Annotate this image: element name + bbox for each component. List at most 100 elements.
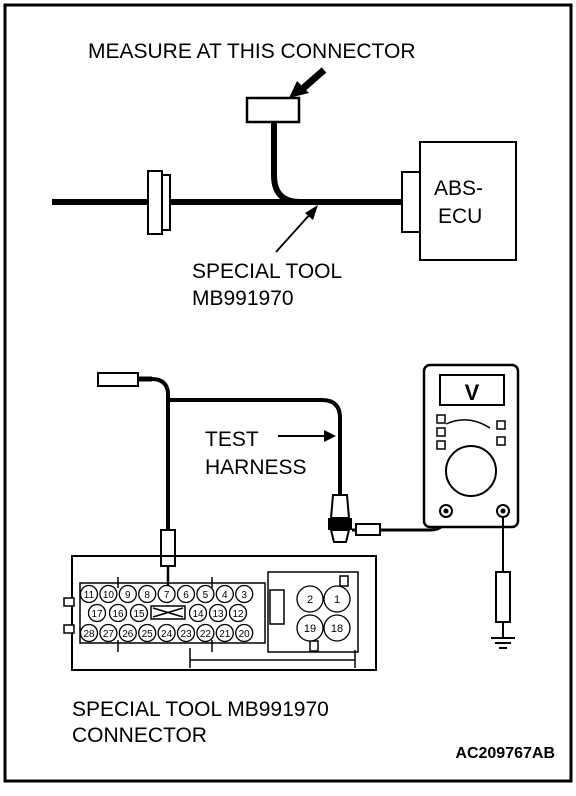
connector-pin: 6	[176, 584, 196, 604]
connector-pin: 13	[208, 603, 228, 623]
test-harness-drop-wire	[151, 377, 170, 530]
connector-pin: 23	[176, 623, 196, 643]
connector-pin-circle	[79, 584, 99, 604]
connector-pin-label: 7	[164, 590, 170, 601]
connector-pin-label: 13	[212, 609, 224, 620]
abs-ecu-box	[401, 141, 517, 261]
connector-pin: 2	[296, 585, 324, 613]
connector-pin-circle	[99, 623, 118, 643]
connector-pin-circle	[118, 584, 137, 604]
special-tool-leader	[275, 205, 318, 253]
connector-pin-circle	[176, 584, 196, 604]
connector-label-line1: SPECIAL TOOL MB991970	[72, 698, 329, 721]
connector-pin: 7	[157, 584, 176, 604]
connector-pin: 1	[323, 585, 351, 613]
connector-pin: 28	[79, 623, 99, 643]
connector-pin-circle	[215, 584, 234, 604]
connector-pin: 15	[129, 603, 149, 623]
connector-pin: 26	[118, 623, 137, 643]
meter-terminal-negative	[496, 504, 510, 518]
connector-pin-row-top: 11 10 9 8 7 6 5 4 3	[79, 584, 254, 604]
test-harness-arrow	[278, 430, 336, 442]
connector-pin-label: 14	[192, 609, 204, 620]
abs-ecu-label-line1: ABS-	[434, 177, 483, 200]
measure-connector	[245, 96, 301, 124]
connector-pin-label: 11	[84, 590, 95, 601]
connector-pin: 12	[228, 603, 248, 623]
connector-pin: 27	[99, 623, 118, 643]
connector-pin-label: 9	[125, 590, 131, 601]
connector-pin-label: 15	[133, 609, 145, 620]
connector-pin-label: 12	[232, 609, 244, 620]
connector-pin-label: 8	[144, 590, 150, 601]
special-tool-label-line2: MB991970	[192, 287, 294, 310]
abs-ecu-label-line2: ECU	[438, 205, 482, 228]
connector-pin: 20	[235, 623, 254, 643]
probe-plug	[97, 372, 139, 387]
connector-pin: 10	[99, 584, 118, 604]
connector-pin-circle	[196, 623, 215, 643]
connector-pin-circle	[157, 584, 176, 604]
connector-pin-label: 21	[219, 629, 231, 640]
connector-pin-label: 4	[222, 590, 228, 601]
connector-pin: 16	[108, 603, 128, 623]
measure-label: MEASURE AT THIS CONNECTOR	[88, 40, 416, 63]
connector-pin-label: 28	[83, 629, 95, 640]
connector-pin: 3	[235, 584, 254, 604]
connector-pin-circle	[296, 614, 324, 642]
voltmeter-symbol: V	[465, 380, 480, 405]
voltmeter	[422, 363, 520, 529]
connector-pin-circle	[215, 623, 234, 643]
connector-pin: 14	[188, 603, 208, 623]
connector-pin-label: 27	[103, 629, 115, 640]
figure-id: AC209767AB	[455, 745, 555, 762]
connector-pin-circle	[108, 603, 128, 623]
connector-pin-circle	[208, 603, 228, 623]
connector-pin-label: 17	[91, 609, 103, 620]
connector-pin-circle	[176, 623, 196, 643]
test-harness-label-line2: HARNESS	[205, 456, 307, 479]
connector-pin-circle	[188, 603, 208, 623]
branch-wire	[271, 122, 301, 205]
connector-pin: 19	[296, 614, 324, 642]
connector-pin-circle	[323, 614, 351, 642]
connector-pin-label: 23	[180, 629, 192, 640]
connector-pin: 4	[215, 584, 234, 604]
connector-pin-circle	[235, 584, 254, 604]
connector-pin-label: 5	[203, 590, 209, 601]
test-harness-wire	[168, 398, 342, 495]
connector-pin: 18	[323, 614, 351, 642]
connector-pin-circle	[323, 585, 351, 613]
meter-lead-clip	[328, 494, 381, 543]
connector-pin: 17	[87, 603, 107, 623]
connector-pin-circle	[138, 623, 157, 643]
connector-pin-label: 6	[183, 590, 189, 601]
connector-pin-row-middle: 17 16 15 14 13 12	[87, 603, 248, 623]
connector-pin-label: 1	[334, 594, 340, 606]
connector-pin: 24	[157, 623, 176, 643]
connector-pin-label: 10	[103, 590, 115, 601]
connector-pin-circle	[79, 623, 99, 643]
connector-pin-label: 25	[142, 629, 154, 640]
connector-pin: 8	[138, 584, 157, 604]
connector-key-slot	[150, 605, 186, 620]
connector-pin-label: 18	[331, 623, 343, 635]
connector-pin-circle	[129, 603, 149, 623]
test-harness-label-line1: TEST	[205, 428, 259, 451]
diagram-frame	[3, 3, 573, 783]
special-tool-label-line1: SPECIAL TOOL	[192, 260, 342, 283]
connector-pin-label: 3	[241, 590, 247, 601]
connector-pin-label: 24	[161, 629, 173, 640]
pointer-arrow	[289, 67, 327, 98]
inline-connector	[147, 170, 171, 235]
connector-pin-circle	[99, 584, 118, 604]
connector-pin: 9	[118, 584, 137, 604]
connector-pin-label: 20	[239, 629, 251, 640]
connector-pin-label: 19	[304, 623, 316, 635]
connector-pin-circle	[157, 623, 176, 643]
connector-pin-circle	[228, 603, 248, 623]
